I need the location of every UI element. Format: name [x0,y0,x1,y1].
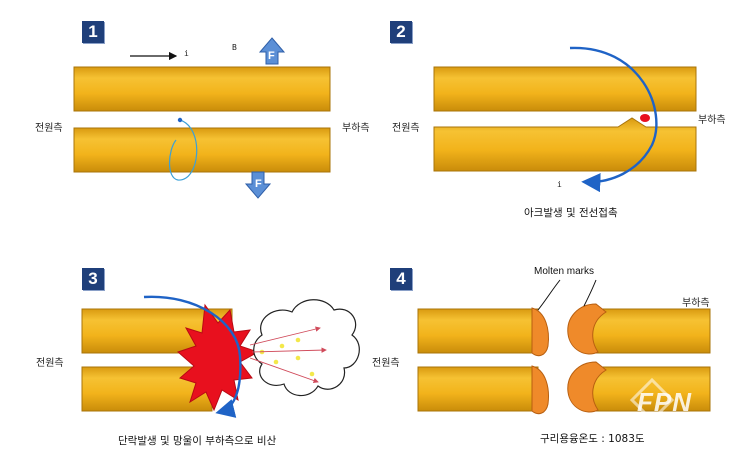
panel-4 [417,279,711,415]
panel-3-number: 3 [82,268,104,290]
panel-4-caption: 구리용융온도 : 1083도 [540,433,645,445]
source-side-label: 전원측 [36,358,64,369]
wire-left-top [417,308,539,354]
current-label: i [184,49,189,58]
molten-mark [531,365,549,415]
fpn-watermark [629,377,675,423]
current-label: i [557,180,562,189]
force-arrow-up [258,37,286,65]
molten-cloud [253,299,360,397]
fpn-watermark-text: FPN [637,387,692,417]
wire-top [73,66,331,112]
panel-1 [73,37,331,199]
wire-bottom [433,117,697,172]
wire-top [433,66,697,112]
molten-mark [567,303,607,355]
wire-left-bottom [417,366,539,412]
molten-mark [567,361,607,413]
current-curve [569,46,658,193]
wire-right-bottom [583,366,711,412]
panel-1-number: 1 [82,21,104,43]
field-label: B [232,43,237,52]
field-dot [177,117,183,123]
explosion-burst [177,303,260,412]
molten-mark [531,307,549,357]
panel-2 [433,46,697,193]
panel-3-caption: 단락발생 및 망울이 부하측으로 비산 [118,435,277,447]
source-side-label: 전원측 [392,123,420,134]
force-arrow-down [244,171,272,199]
wire-bottom [73,127,331,173]
current-curve [143,295,242,418]
panel-2-number: 2 [390,21,412,43]
molten-marks-label: Molten marks [534,266,595,277]
force-label-down: F [255,178,262,190]
source-side-label: 전원측 [372,358,400,369]
field-loop [168,119,198,181]
load-side-label: 부하측 [342,123,370,134]
arc-spot [640,114,650,122]
source-side-label: 전원측 [35,123,63,134]
panel-2-caption: 아크발생 및 전선접촉 [524,207,618,219]
wire-right-top [583,308,711,354]
load-side-label: 부하측 [698,115,726,126]
panel-3 [81,295,360,418]
panel-4-number: 4 [390,268,412,290]
force-label-up: F [268,50,275,62]
load-side-label: 부하측 [682,298,710,309]
